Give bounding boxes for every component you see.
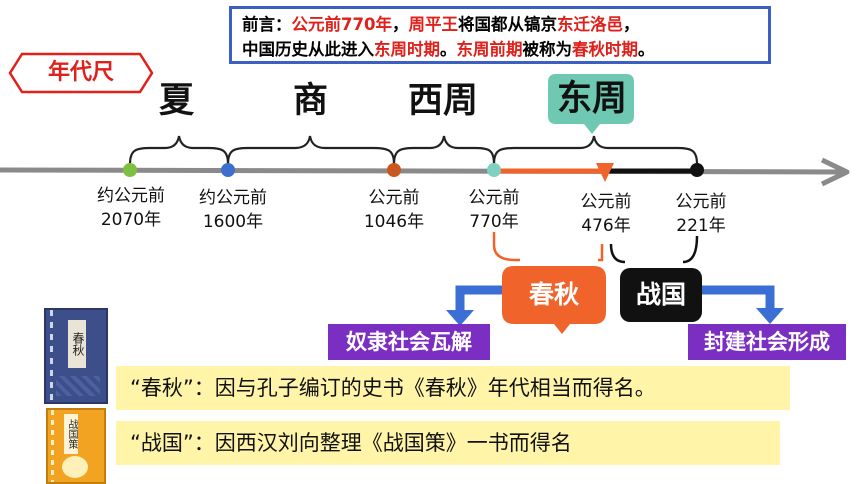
book-chunqiu-title: 春秋 bbox=[68, 320, 86, 368]
marker-476bc-icon bbox=[596, 163, 614, 182]
brace-xia bbox=[128, 135, 230, 165]
intro-text: 被称为 bbox=[522, 40, 573, 59]
brace-xizhou bbox=[392, 135, 496, 165]
intro-text: 中国历史从此进入 bbox=[242, 40, 374, 59]
date-prefix: 公元前 bbox=[368, 188, 420, 208]
chunqiu-label: 春秋 bbox=[528, 280, 579, 309]
intro-text: 将国都从镐京 bbox=[457, 15, 557, 34]
intro-text: ， bbox=[622, 15, 640, 34]
date-year: 221年 bbox=[676, 216, 726, 236]
date-label: 公元前 476年 bbox=[551, 190, 661, 238]
dongzhou-bubble bbox=[548, 74, 634, 134]
brace-dongzhou bbox=[492, 135, 699, 165]
zhanguo-bracket-right bbox=[682, 235, 699, 264]
book-binding bbox=[50, 310, 53, 402]
chunqiu-bracket-right bbox=[598, 244, 604, 262]
book-pattern bbox=[56, 376, 100, 396]
chunqiu-box-shape bbox=[502, 266, 606, 334]
zhanguo-label: 战国 bbox=[635, 280, 686, 309]
date-year: 770年 bbox=[469, 212, 519, 232]
period-braces bbox=[128, 135, 699, 165]
date-label: 公元前 1046年 bbox=[339, 186, 449, 234]
date-year: 1600年 bbox=[202, 212, 264, 232]
date-year: 2070年 bbox=[100, 210, 162, 230]
zhanguo-box-shape bbox=[620, 268, 702, 322]
outcome-feudal-formation: 封建社会形成 bbox=[688, 324, 846, 360]
explanation-chunqiu: “春秋”：因与孔子编订的史书《春秋》年代相当而得名。 bbox=[116, 366, 790, 410]
date-prefix: 公元前 bbox=[468, 188, 520, 208]
book-emblem bbox=[62, 456, 88, 478]
intro-highlight: 公元前770年 bbox=[291, 15, 392, 34]
tag-shape-icon bbox=[8, 52, 154, 94]
date-year: 476年 bbox=[581, 216, 631, 236]
book-zhanguoce-icon: 战国策 bbox=[46, 408, 106, 484]
dot-221bc bbox=[690, 163, 704, 177]
book-zhanguoce-title: 战国策 bbox=[64, 414, 78, 454]
brace-shang bbox=[226, 135, 396, 165]
date-label: 约公元前 2070年 bbox=[76, 184, 186, 232]
timeline-axis bbox=[0, 167, 846, 175]
dynasty-xia: 夏 bbox=[159, 81, 195, 121]
chunqiu-bracket-left bbox=[492, 232, 520, 262]
date-prefix: 公元前 bbox=[580, 192, 632, 212]
outcome-slavery-collapse: 奴隶社会瓦解 bbox=[328, 324, 490, 360]
intro-text: 。 bbox=[638, 40, 655, 59]
zhanguo-bracket-left bbox=[609, 243, 626, 264]
intro-highlight: 东周时期 bbox=[374, 40, 440, 59]
dot-2070bc bbox=[123, 163, 137, 177]
date-label: 约公元前 1600年 bbox=[178, 186, 288, 234]
intro-box: 前言：公元前770年，周平王将国都从镐京东迁洛邑， 中国历史从此进入东周时期。东… bbox=[229, 6, 771, 64]
intro-highlight: 东迁洛邑 bbox=[556, 15, 623, 34]
intro-text: ， bbox=[391, 15, 409, 34]
right-arrow-head-icon bbox=[756, 308, 784, 324]
dynasty-dongzhou: 东周 bbox=[556, 79, 627, 119]
dot-1600bc bbox=[221, 163, 235, 177]
left-arrow-shaft bbox=[455, 285, 505, 312]
explanation-zhanguo: “战国”：因西汉刘向整理《战国策》一书而得名 bbox=[116, 421, 780, 465]
dot-1046bc bbox=[387, 163, 401, 177]
date-prefix: 约公元前 bbox=[199, 188, 267, 208]
intro-text: 前言： bbox=[242, 15, 292, 34]
left-arrow-head-icon bbox=[446, 310, 474, 326]
date-prefix: 公元前 bbox=[675, 192, 727, 212]
tag-label: 年代尺 bbox=[47, 60, 114, 85]
date-year: 1046年 bbox=[363, 212, 425, 232]
dynasty-shang: 商 bbox=[293, 81, 329, 121]
intro-highlight: 周平王 bbox=[408, 15, 458, 34]
intro-text: 。 bbox=[440, 40, 457, 59]
intro-line-2: 中国历史从此进入东周时期。东周前期被称为春秋时期。 bbox=[242, 37, 758, 62]
intro-highlight: 东周前期 bbox=[456, 40, 523, 59]
intro-highlight: 春秋时期 bbox=[572, 40, 638, 59]
intro-line-1: 前言：公元前770年，周平王将国都从镐京东迁洛邑， bbox=[242, 12, 758, 37]
book-binding bbox=[51, 410, 54, 482]
axis-arrow-icon bbox=[820, 157, 850, 187]
dot-770bc bbox=[487, 163, 501, 177]
date-label: 公元前 770年 bbox=[439, 186, 549, 234]
date-label: 公元前 221年 bbox=[646, 190, 756, 238]
book-chunqiu-icon: 春秋 bbox=[44, 308, 108, 404]
date-prefix: 约公元前 bbox=[97, 186, 165, 206]
dynasty-xizhou: 西周 bbox=[408, 81, 479, 121]
right-arrow-shaft bbox=[700, 285, 775, 310]
chronology-tag: 年代尺 bbox=[8, 52, 154, 94]
